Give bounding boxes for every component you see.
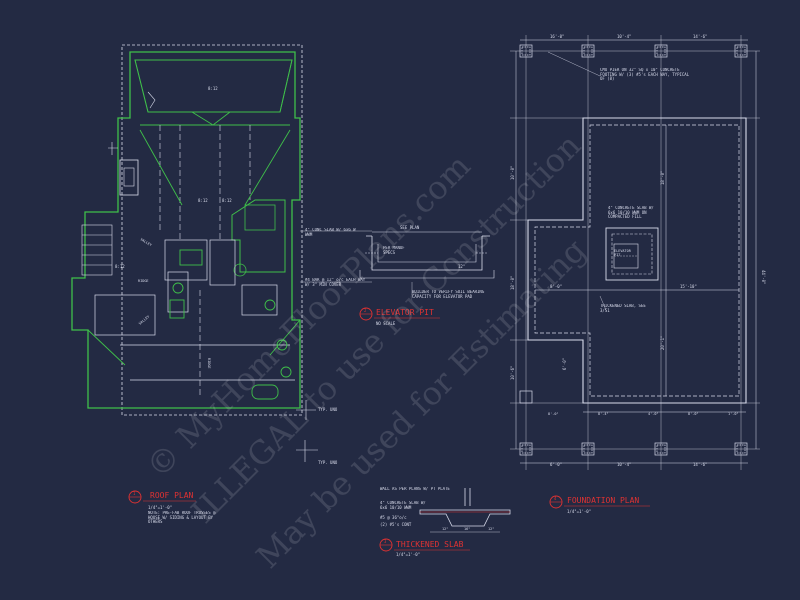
fp-note-elevator: ELEVATOR PIT — [614, 249, 631, 257]
roof-plan-scale: 1/4"=1'-0" — [148, 505, 172, 510]
fp-int-dim-1: 18'-0" — [660, 171, 665, 185]
slab-note-rebar: #5 @ 36"o/c — [380, 515, 407, 520]
fp-inner-dim-5: 1'-0" — [728, 412, 739, 416]
typ-label-1: TYP. UNO — [318, 407, 338, 412]
interior-walls — [94, 239, 295, 381]
stairs — [81, 224, 113, 276]
lower-hips — [87, 319, 301, 366]
foundation-plan-title: FOUNDATION PLAN — [567, 496, 639, 505]
fp-top-dim-3: 14'-6" — [693, 34, 707, 39]
kitchen-sink — [244, 204, 276, 231]
side-mark-mid — [296, 400, 316, 420]
pit-note-rebar: #4 BAR @ 12" o/c EACH WAY W/ 3" MIN COVE… — [305, 278, 366, 287]
fp-bottom-dim-1: 6'-0" — [550, 462, 562, 467]
elevator-pit-box — [605, 227, 659, 281]
valley-label-2: VALLEY — [138, 314, 151, 326]
fp-int-dim-5: 6'-0" — [562, 358, 567, 370]
typ-label-2: TYP. UNO — [318, 460, 338, 465]
thickened-slab-notes: WALL AS PER PLANS W/ PT PLATE 4" CONCRET… — [379, 487, 494, 557]
valley-v — [191, 111, 231, 126]
elevator-pit-notes: SEE PLAN 4" CONC SLAB W/ 6x6 W WWM PER M… — [305, 225, 485, 326]
fp-bottom-dim-3: 14'-6" — [693, 462, 707, 467]
fp-inner-dim-3: 4'-0" — [648, 412, 659, 416]
fp-right-dim: 44'-0" — [761, 270, 766, 284]
elevator-pit-title: ELEVATOR PIT — [376, 308, 434, 317]
valley-diagonals — [139, 129, 291, 206]
foundation-plan-scale: 1/4"=1'-0" — [567, 509, 591, 514]
fp-inner-dim-4: 8'-0" — [688, 412, 699, 416]
slab-dim-3: 12" — [488, 527, 494, 531]
fp-inner-dim-1: 8'-0" — [548, 412, 559, 416]
thickened-slab-scale: 1/4"=1'-0" — [396, 552, 420, 557]
slope-label-3: 8:12 — [222, 198, 232, 203]
fp-left-dim-3: 10'-6" — [510, 366, 515, 380]
fp-left-dim-1: 10'-0" — [510, 166, 515, 180]
fp-top-dim-1: 16'-0" — [550, 34, 564, 39]
thickened-slab-detail — [419, 488, 511, 533]
slab-dim-1: 12" — [442, 527, 448, 531]
fp-note-slab: 4" CONCRETE SLAB W/ 6x6 10/10 WWM ON COM… — [608, 206, 654, 220]
svg-text:3: 3 — [384, 539, 387, 544]
fp-note-thickened: THICKENED SLAB, SEE 3/S1 — [600, 304, 646, 313]
svg-text:4: 4 — [554, 496, 557, 501]
slope-label-4: 8:12 — [115, 264, 125, 269]
kitchen-counter — [231, 199, 286, 273]
gable-hip-left — [134, 59, 149, 113]
elevator-pit-detail — [300, 230, 495, 295]
ridge-label-2: RIDGE — [207, 358, 211, 369]
fp-note-pier: CMU PIER ON 32" SQ x 10" CONCRETE FOOTIN… — [600, 68, 690, 82]
thickened-slab-title: THICKENED SLAB — [396, 540, 464, 549]
dimension-strings — [515, 39, 757, 464]
pit-note-manuf: PER MANUF SPECS — [383, 246, 405, 255]
slab-note-wall: WALL AS PER PLANS W/ PT PLATE — [380, 487, 450, 491]
watermark: © MyHomeFloorPlans.com ILLEGAL to use fo… — [139, 126, 594, 575]
grid-lines — [510, 35, 760, 470]
pit-note-builder: BUILDER TO VERIFY SOIL BEARING CAPACITY … — [412, 290, 485, 299]
fp-left-dim-2: 18'-0" — [510, 276, 515, 290]
gable-hip-right — [279, 59, 293, 113]
foundation-plan — [510, 35, 760, 470]
fp-bottom-dim-2: 10'-4" — [617, 462, 631, 467]
chimney-flue — [123, 167, 135, 187]
roof-outline — [71, 51, 301, 409]
fp-int-dim-4: 20'-1" — [660, 336, 665, 350]
slab-dim-2: 16" — [464, 527, 470, 531]
roof-plan-title-block: 1 ROOF PLAN 1/4"=1'-0" NOTE: PRE-FAB ROO… — [128, 490, 216, 525]
fp-int-dim-2: 15'-10" — [680, 284, 697, 289]
pit-note-12in: 12" — [458, 264, 465, 269]
valley-label-1: VALLEY — [140, 237, 154, 247]
slab-note-cont: (2) #5's CONT — [380, 522, 412, 527]
leader-pier — [547, 51, 601, 77]
foundation-inner-dashed — [534, 124, 740, 397]
foundation-plan-text: 16'-0" 10'-4" 14'-6" 6'-0" 10'-4" 14'-6"… — [510, 34, 766, 514]
slope-label-2: 8:12 — [198, 198, 208, 203]
slope-arrow — [147, 91, 156, 109]
pit-note-slab: 4" CONC SLAB W/ 6x6 W WWM — [305, 228, 356, 237]
table-circle — [233, 263, 247, 277]
fp-int-dim-3: 8'-0" — [550, 284, 562, 289]
svg-text:2: 2 — [364, 308, 367, 313]
side-mark-bottom — [296, 440, 318, 462]
fp-top-dim-2: 10'-4" — [617, 34, 631, 39]
pit-note-see-plan: SEE PLAN — [400, 225, 420, 230]
bath-fixtures — [169, 249, 292, 400]
side-mark-top — [108, 142, 118, 155]
roof-plan: 8:12 8:12 8:12 8:12 RIDGE RIDGE VALLEY V… — [71, 44, 338, 465]
svg-text:1: 1 — [133, 491, 136, 496]
ridge-label-1: RIDGE — [138, 279, 149, 283]
roof-overhang-outline — [121, 44, 303, 416]
slope-label-1: 8:12 — [208, 86, 218, 91]
elevator-pit-scale: NO SCALE — [376, 321, 396, 326]
leader-thickened — [599, 295, 607, 311]
fp-inner-dim-2: 8'-4" — [598, 412, 609, 416]
slab-note-concrete: 4" CONCRETE SLAB W/ 6x6 10/10 WWM — [380, 501, 426, 510]
chimney — [119, 159, 139, 196]
roof-plan-title: ROOF PLAN — [150, 491, 194, 500]
roof-plan-note: NOTE: PRE-FAB ROOF TRUSSES @ HOUSE W/ SI… — [148, 511, 216, 525]
